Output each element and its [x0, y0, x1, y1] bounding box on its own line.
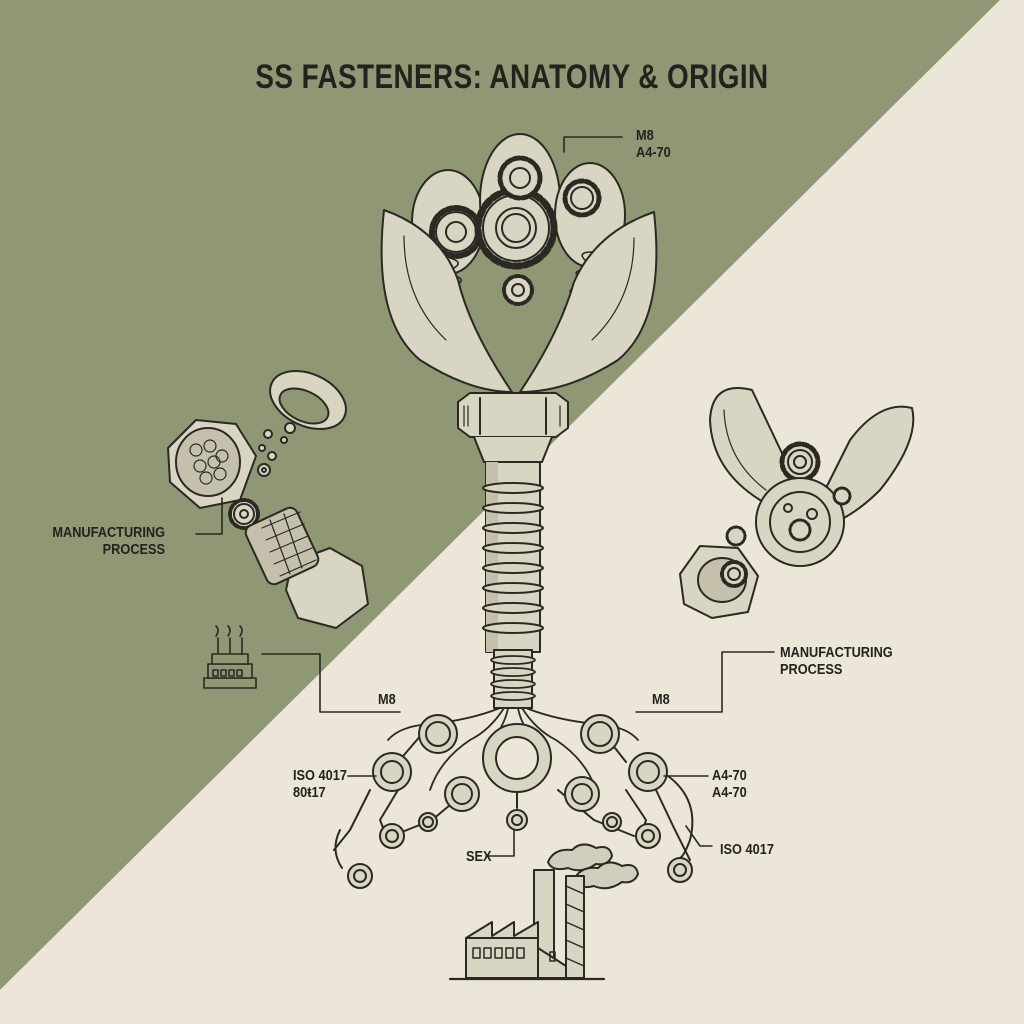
center-bottom-label: SEX — [466, 849, 492, 865]
left-process-line2: PROCESS — [102, 542, 165, 558]
washer-network-icon — [333, 714, 694, 889]
right-grade-line2: A4-70 — [712, 785, 747, 801]
page-title: SS FASTENERS: ANATOMY & ORIGIN — [255, 58, 769, 96]
bolt-hex-head — [457, 392, 569, 438]
top-spec-label: M8 A4-70 — [636, 128, 671, 162]
left-standard-label: ISO 4017 80ŧ17 — [293, 768, 347, 802]
petal-left — [380, 209, 513, 393]
central-bolt-icon — [380, 133, 658, 791]
petal-right — [519, 211, 658, 393]
right-process-line2: PROCESS — [780, 662, 843, 678]
right-grade-label: A4-70 A4-70 — [712, 768, 747, 802]
wing-nut-icon — [679, 387, 915, 619]
gear-flower-icon — [380, 133, 658, 393]
right-grade-line1: A4-70 — [712, 768, 747, 784]
right-process-label: MANUFACTURING PROCESS — [780, 645, 893, 679]
top-spec-size: M8 — [636, 128, 654, 144]
exploded-nuts-icon — [167, 369, 369, 629]
left-standard-line2: 80ŧ17 — [293, 785, 326, 801]
right-standard-label: ISO 4017 — [720, 842, 774, 858]
right-size-label: M8 — [652, 692, 670, 708]
top-spec-grade: A4-70 — [636, 145, 671, 161]
left-size-label: M8 — [378, 692, 396, 708]
right-process-line1: MANUFACTURING — [780, 645, 893, 661]
factory-icon — [203, 625, 257, 689]
left-process-label: MANUFACTURING PROCESS — [52, 525, 165, 559]
left-process-line1: MANUFACTURING — [52, 525, 165, 541]
leader-lines — [261, 136, 775, 857]
factory-with-smokestacks-icon — [448, 843, 639, 981]
left-standard-line1: ISO 4017 — [293, 768, 347, 784]
